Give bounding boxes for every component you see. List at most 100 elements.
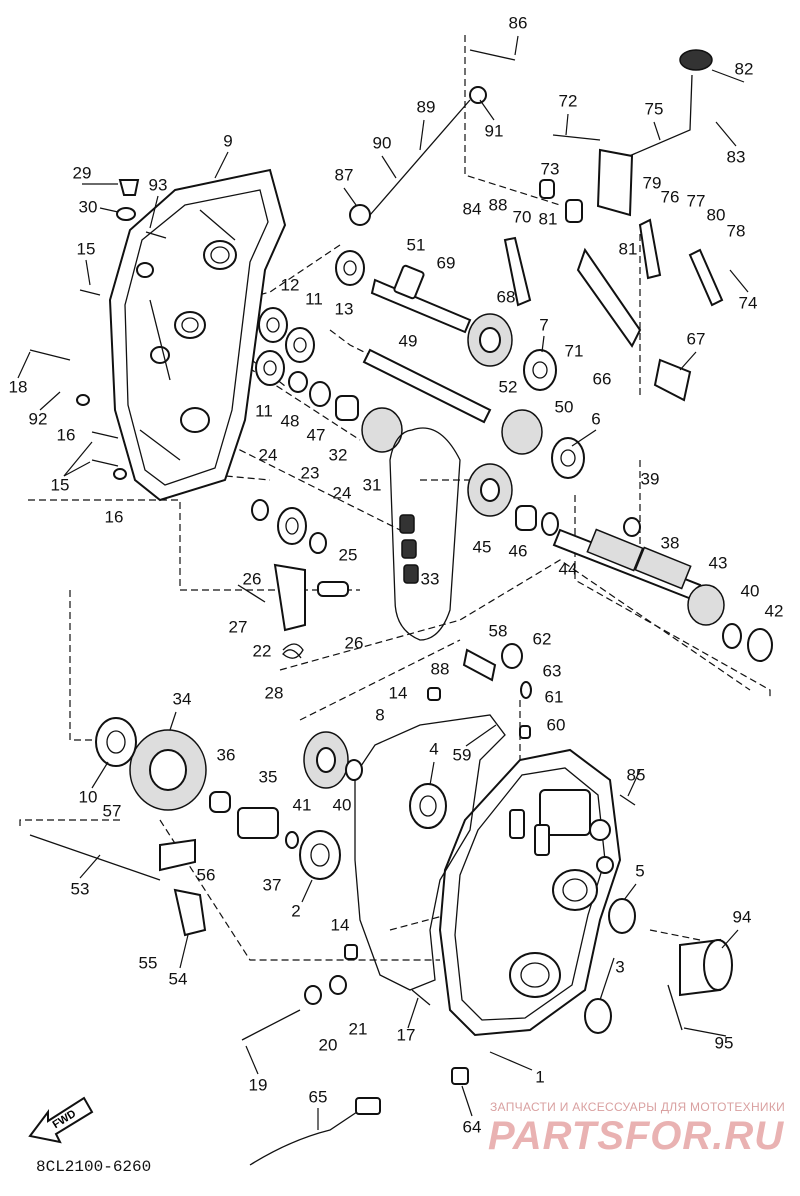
callout-15: 15: [51, 475, 70, 494]
callout-76: 76: [661, 187, 680, 206]
callout-73: 73: [541, 159, 560, 178]
washers-and-spacers: [76, 207, 773, 1005]
fwd-direction-arrow-icon: FWD: [28, 1096, 94, 1144]
callout-5: 5: [635, 861, 644, 880]
callout-1: 1: [535, 1067, 544, 1086]
callout-42: 42: [765, 601, 784, 620]
callout-24: 24: [333, 483, 352, 502]
callout-47: 47: [307, 425, 326, 444]
callout-77: 77: [687, 191, 706, 210]
callout-numbers: 1234567891011111213141415151616171819202…: [9, 13, 784, 1136]
callout-11: 11: [255, 401, 273, 420]
callout-57: 57: [103, 801, 122, 820]
callout-56: 56: [197, 865, 216, 884]
callout-74: 74: [739, 293, 758, 312]
callout-84: 84: [463, 199, 482, 218]
callout-44: 44: [559, 559, 578, 578]
callout-79: 79: [643, 173, 662, 192]
callout-26: 26: [243, 569, 262, 588]
callout-66: 66: [593, 369, 612, 388]
drive-chain: [389, 427, 461, 641]
callout-3: 3: [615, 957, 624, 976]
callout-37: 37: [263, 875, 282, 894]
callout-86: 86: [509, 13, 528, 32]
callout-55: 55: [139, 953, 158, 972]
callout-32: 32: [329, 445, 348, 464]
shift-linkage: [349, 49, 724, 402]
callout-17: 17: [397, 1025, 416, 1044]
callout-30: 30: [79, 197, 98, 216]
bearings: [95, 250, 636, 1034]
callout-21: 21: [349, 1019, 368, 1038]
callout-49: 49: [399, 331, 418, 350]
callout-31: 31: [363, 475, 382, 494]
callout-64: 64: [463, 1117, 482, 1136]
callout-25: 25: [339, 545, 358, 564]
callout-50: 50: [555, 397, 574, 416]
gears: [129, 313, 725, 811]
callout-33: 33: [421, 569, 440, 588]
callout-22: 22: [253, 641, 272, 660]
callout-35: 35: [259, 767, 278, 786]
callout-13: 13: [335, 299, 354, 318]
callout-34: 34: [173, 689, 192, 708]
callout-40: 40: [741, 581, 760, 600]
callout-11: 11: [305, 289, 323, 308]
callout-6: 6: [591, 409, 600, 428]
callout-59: 59: [453, 745, 472, 764]
left-crankcase-cover: [108, 168, 287, 502]
callout-61: 61: [545, 687, 564, 706]
callout-82: 82: [735, 59, 754, 78]
callout-9: 9: [223, 131, 232, 150]
callout-60: 60: [547, 715, 566, 734]
callout-71: 71: [565, 341, 584, 360]
watermark-logo: PARTSFOR.RU: [488, 1114, 785, 1158]
callout-94: 94: [733, 907, 752, 926]
crankcase-gasket: [354, 714, 506, 991]
callout-68: 68: [497, 287, 516, 306]
callout-36: 36: [217, 745, 236, 764]
callout-43: 43: [709, 553, 728, 572]
callout-53: 53: [71, 879, 90, 898]
callout-78: 78: [727, 221, 746, 240]
right-crankcase: [438, 748, 622, 1037]
callout-75: 75: [645, 99, 664, 118]
misc-hardware: [29, 179, 733, 1166]
callout-40: 40: [333, 795, 352, 814]
callout-45: 45: [473, 537, 492, 556]
callout-48: 48: [281, 411, 300, 430]
callout-12: 12: [281, 275, 300, 294]
callout-8: 8: [375, 705, 384, 724]
callout-83: 83: [727, 147, 746, 166]
callout-19: 19: [249, 1075, 268, 1094]
callout-67: 67: [687, 329, 706, 348]
callout-15: 15: [77, 239, 96, 258]
callout-39: 39: [641, 469, 660, 488]
callout-63: 63: [543, 661, 562, 680]
diagram-code: 8CL2100-6260: [36, 1158, 152, 1176]
callout-27: 27: [229, 617, 248, 636]
callout-23: 23: [301, 463, 320, 482]
callout-16: 16: [105, 507, 124, 526]
callout-88: 88: [431, 659, 450, 678]
leader-lines: [17, 35, 749, 1130]
callout-2: 2: [291, 901, 300, 920]
callout-26: 26: [345, 633, 364, 652]
callout-70: 70: [513, 207, 532, 226]
callout-38: 38: [661, 533, 680, 552]
watermark-tagline: ЗАПЧАСТИ И АКСЕССУАРЫ ДЛЯ МОТОТЕХНИКИ: [490, 1100, 786, 1114]
callout-85: 85: [627, 765, 646, 784]
callout-10: 10: [79, 787, 98, 806]
callout-88: 88: [489, 195, 508, 214]
callout-14: 14: [389, 683, 408, 702]
callout-80: 80: [707, 205, 726, 224]
callout-18: 18: [9, 377, 28, 396]
callout-52: 52: [499, 377, 518, 396]
callout-14: 14: [331, 915, 350, 934]
callout-87: 87: [335, 165, 354, 184]
callout-90: 90: [373, 133, 392, 152]
callout-89: 89: [417, 97, 436, 116]
callout-65: 65: [309, 1087, 328, 1106]
callout-81: 81: [619, 239, 638, 258]
